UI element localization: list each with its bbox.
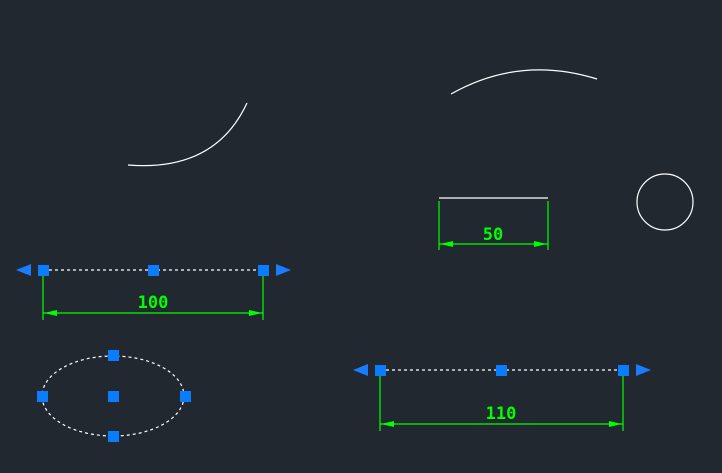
grip-center[interactable] bbox=[108, 391, 119, 402]
stretch-arrow-left-icon[interactable] bbox=[353, 364, 368, 376]
dimension-110[interactable]: 110 bbox=[379, 376, 624, 431]
dimension-arrow bbox=[44, 310, 57, 316]
dimension-arrow bbox=[534, 241, 547, 247]
grip-endpoint[interactable] bbox=[375, 365, 386, 376]
stretch-arrow-left-icon[interactable] bbox=[16, 264, 31, 276]
dimension-text[interactable]: 100 bbox=[138, 293, 169, 313]
grip-endpoint[interactable] bbox=[38, 265, 49, 276]
stretch-arrow-right-icon[interactable] bbox=[276, 264, 291, 276]
grip-quadrant[interactable] bbox=[108, 431, 119, 442]
grip-quadrant[interactable] bbox=[108, 350, 119, 361]
grip-endpoint[interactable] bbox=[258, 265, 269, 276]
grip-midpoint[interactable] bbox=[496, 365, 507, 376]
grip-endpoint[interactable] bbox=[618, 365, 629, 376]
grip-quadrant[interactable] bbox=[180, 391, 191, 402]
grip-quadrant[interactable] bbox=[37, 391, 48, 402]
dimension-arrow bbox=[609, 421, 622, 427]
grip-midpoint[interactable] bbox=[148, 265, 159, 276]
dimension-arrow bbox=[440, 241, 453, 247]
dimension-50[interactable]: 50 bbox=[438, 201, 549, 250]
dimension-text[interactable]: 50 bbox=[483, 225, 503, 245]
dimension-arrow bbox=[381, 421, 394, 427]
dimension-100[interactable]: 100 bbox=[42, 276, 264, 320]
arc-entity[interactable] bbox=[127, 102, 248, 167]
circle-entity[interactable] bbox=[636, 173, 694, 231]
dimension-arrow bbox=[249, 310, 262, 316]
stretch-arrow-right-icon[interactable] bbox=[636, 364, 651, 376]
dimension-text[interactable]: 110 bbox=[486, 404, 517, 424]
spline-entity[interactable] bbox=[450, 69, 598, 95]
